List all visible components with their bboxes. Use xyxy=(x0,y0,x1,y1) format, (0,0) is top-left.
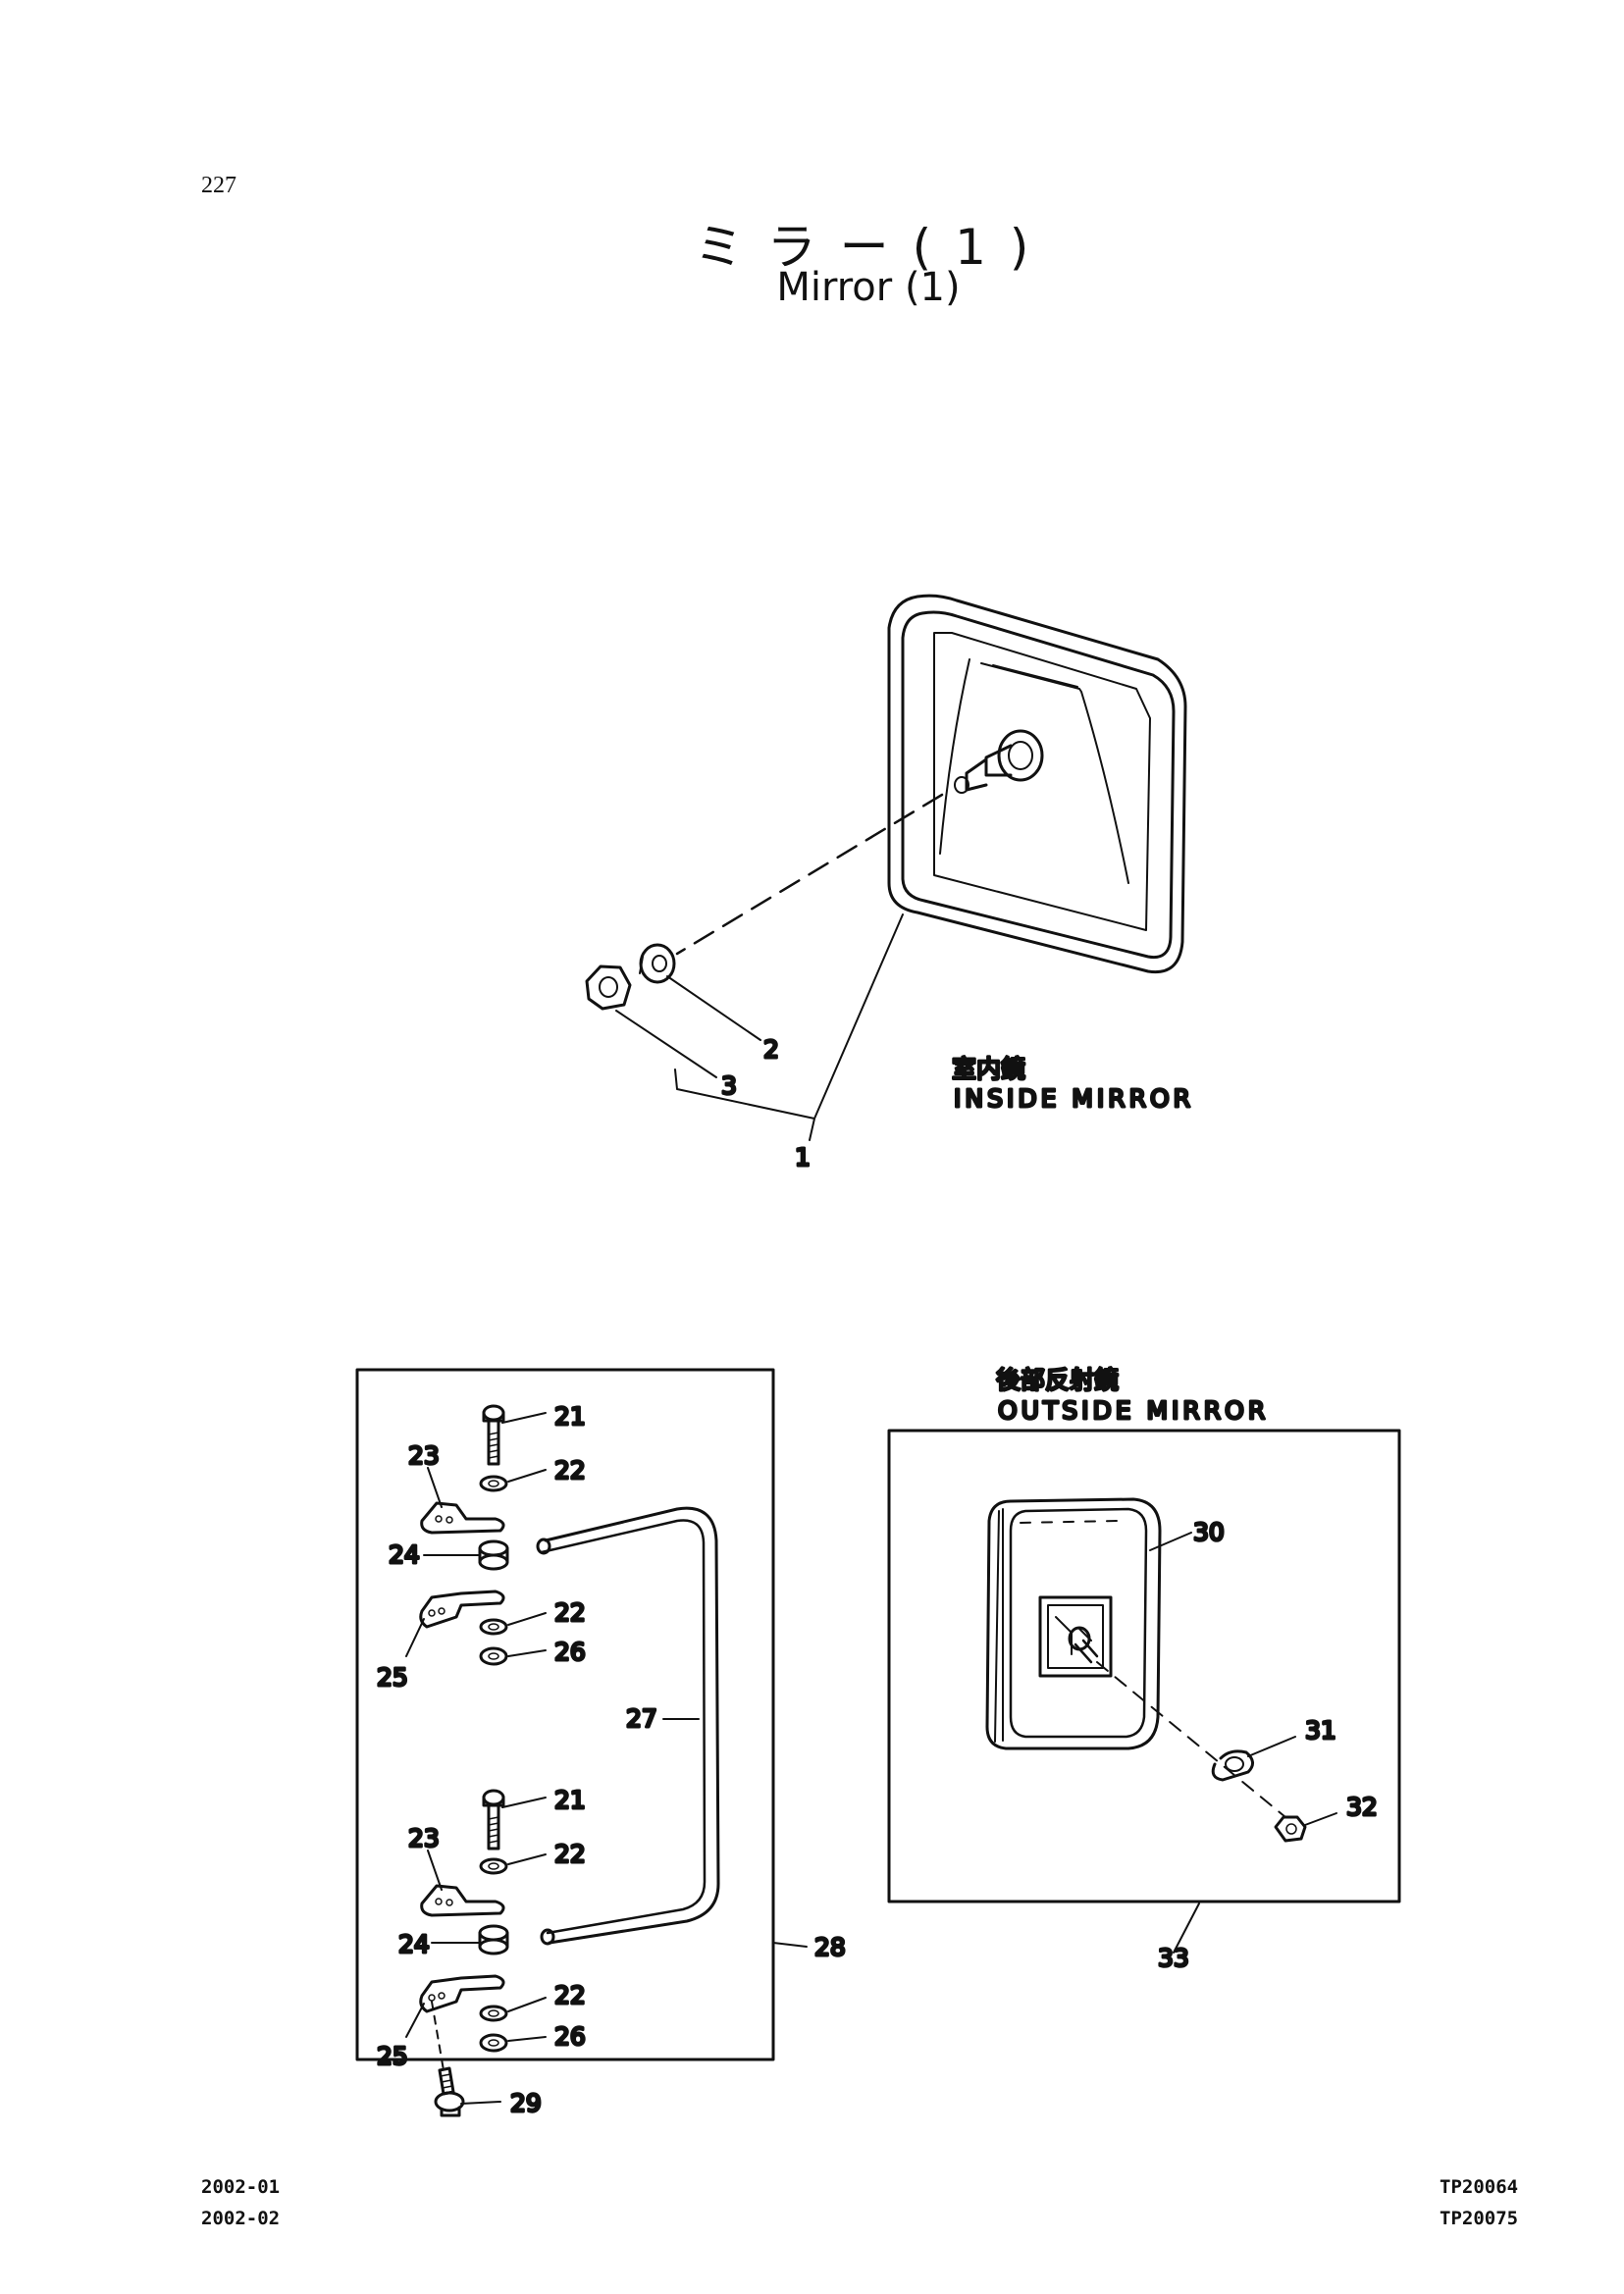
bracket-part-23-lower xyxy=(420,1884,505,1917)
leader-3 xyxy=(615,1010,717,1078)
nut-part-3 xyxy=(585,965,632,1011)
nut-part-26-lower xyxy=(479,2033,508,2053)
outside-caption-jp: 後部反射鏡 xyxy=(996,1366,1119,1394)
callout-30: 30 xyxy=(1193,1518,1225,1546)
leader-25-upper xyxy=(405,1618,425,1657)
inside-mirror-assembly xyxy=(585,594,1187,1141)
callout-21-upper: 21 xyxy=(554,1402,586,1431)
callout-3: 3 xyxy=(721,1071,737,1100)
outside-mirror-assembly xyxy=(985,1497,1337,1954)
callout-25-lower: 25 xyxy=(377,2042,408,2070)
callout-29: 29 xyxy=(510,2089,542,2117)
footer-code-1: TP20064 xyxy=(1440,2176,1519,2198)
leader-29 xyxy=(460,2101,501,2105)
inside-mirror-stud xyxy=(965,744,1013,792)
callout-2: 2 xyxy=(763,1035,779,1064)
leader-31 xyxy=(1247,1736,1296,1757)
callout-21-lower: 21 xyxy=(554,1786,586,1814)
stay-assembly-box xyxy=(355,1368,775,2061)
leader-26-lower xyxy=(507,2036,547,2042)
washer-part-2 xyxy=(639,943,676,984)
callout-22-a: 22 xyxy=(554,1456,586,1485)
bolt-part-29 xyxy=(434,2066,465,2117)
inside-caption-en: INSIDE MIRROR xyxy=(954,1084,1194,1113)
callout-25-upper: 25 xyxy=(377,1663,408,1692)
callout-28: 28 xyxy=(814,1933,846,1961)
inside-mirror-glass xyxy=(933,632,1151,931)
leader-25-lower xyxy=(405,2003,425,2038)
leader-2 xyxy=(666,975,761,1041)
callout-1: 1 xyxy=(795,1143,811,1172)
callout-26-lower: 26 xyxy=(554,2022,586,2051)
outside-mirror-box xyxy=(887,1429,1401,1903)
callout-23-upper: 23 xyxy=(408,1441,440,1470)
callout-22-d: 22 xyxy=(554,1981,586,2009)
footer-date-2: 2002-02 xyxy=(201,2208,281,2229)
leader-22-b xyxy=(507,1612,547,1626)
leader-28 xyxy=(772,1942,808,1948)
callout-22-c: 22 xyxy=(554,1840,586,1868)
outside-mirror-stud xyxy=(1074,1639,1099,1664)
bolt-part-21-lower xyxy=(482,1789,505,1851)
leader-22-c xyxy=(507,1853,547,1865)
washer-part-22-c xyxy=(479,1857,508,1875)
outside-mirror-housing xyxy=(985,1497,1162,1750)
assembly-line-29 xyxy=(431,2001,445,2071)
nut-part-32 xyxy=(1274,1815,1307,1843)
footer-code-2: TP20075 xyxy=(1440,2208,1519,2229)
callout-33: 33 xyxy=(1158,1944,1189,1972)
inside-mirror-frame-inner xyxy=(901,610,1176,960)
callout-23-lower: 23 xyxy=(408,1824,440,1852)
leader-21-upper xyxy=(501,1412,547,1424)
callout-26-upper: 26 xyxy=(554,1638,586,1666)
nut-part-26-upper xyxy=(479,1646,508,1666)
leader-23-lower xyxy=(427,1850,443,1891)
outside-assembly-line xyxy=(1096,1661,1286,1818)
leader-22-d xyxy=(507,1997,547,2012)
cushion-part-24-upper xyxy=(478,1539,509,1571)
callout-24-lower: 24 xyxy=(398,1930,430,1958)
title-english: Mirror (1) xyxy=(776,265,961,310)
leader-26-upper xyxy=(507,1649,547,1657)
outside-caption-en: OUTSIDE MIRROR xyxy=(998,1396,1269,1425)
inside-caption-jp: 室内鏡 xyxy=(952,1055,1025,1083)
stay-rod-part-27 xyxy=(544,1506,720,1945)
leader-30 xyxy=(1149,1532,1192,1551)
inside-assembly-line xyxy=(675,793,944,956)
bracket-part-23-upper xyxy=(420,1501,505,1535)
callout-32: 32 xyxy=(1346,1793,1378,1821)
washer-part-22-d xyxy=(479,2005,508,2022)
leader-23-upper xyxy=(427,1467,443,1508)
leader-1-bracket xyxy=(674,913,904,1141)
callout-27: 27 xyxy=(626,1704,657,1733)
leader-32 xyxy=(1304,1812,1337,1826)
stay-lower-group xyxy=(419,1789,509,2053)
bracket-part-25-lower xyxy=(419,1974,505,2013)
bracket-part-25-upper xyxy=(419,1590,505,1629)
inside-mirror-frame xyxy=(887,594,1187,974)
callout-31: 31 xyxy=(1305,1716,1336,1745)
inside-mirror-reflection xyxy=(939,658,1129,884)
callout-22-b: 22 xyxy=(554,1598,586,1627)
title-japanese: ミラー(1) xyxy=(694,219,1053,276)
footer-date-1: 2002-01 xyxy=(201,2176,281,2198)
cushion-part-24-lower xyxy=(478,1924,509,1955)
page-number: 227 xyxy=(201,173,236,198)
washer-part-22-a xyxy=(479,1475,508,1492)
callout-24-upper: 24 xyxy=(389,1540,420,1569)
outside-mirror-face xyxy=(1009,1507,1148,1739)
washer-part-22-b xyxy=(479,1618,508,1636)
bolt-part-21-upper xyxy=(482,1404,505,1466)
clamp-part-31 xyxy=(1211,1749,1254,1782)
stay-upper-group xyxy=(419,1404,509,1666)
leader-33 xyxy=(1173,1903,1200,1954)
outside-mirror-mount-plate xyxy=(1038,1595,1113,1678)
inside-mirror-stud-base xyxy=(997,729,1044,782)
leader-21-lower xyxy=(501,1797,547,1808)
leader-22-a xyxy=(507,1469,547,1483)
